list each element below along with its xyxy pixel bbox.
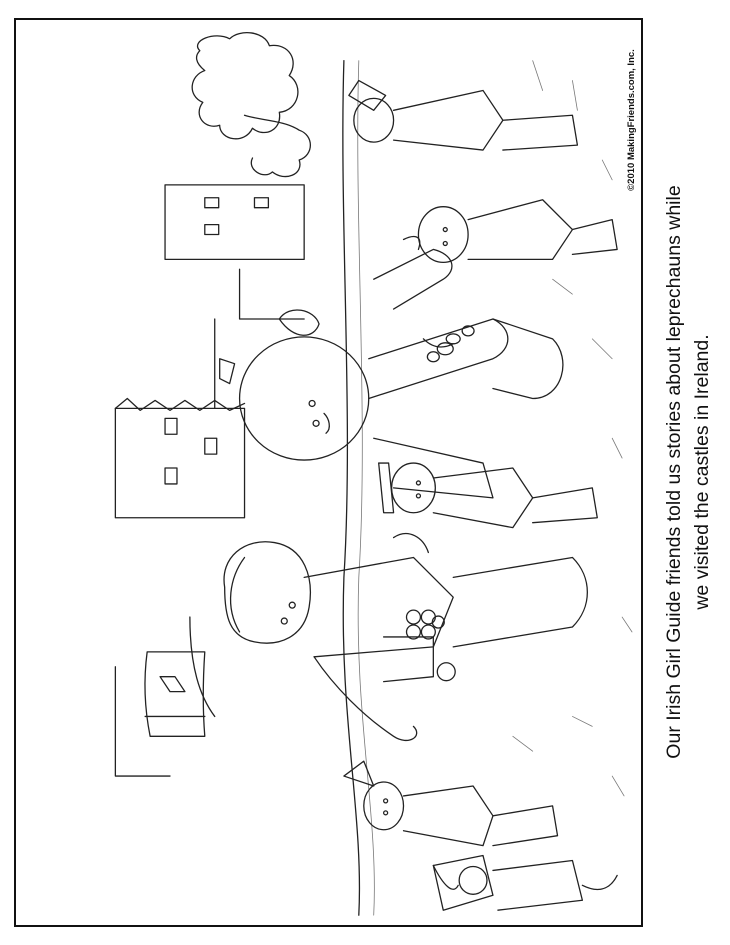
coloring-illustration — [114, 32, 633, 916]
leprechaun-bottom — [343, 760, 559, 890]
leprechaun-top — [348, 79, 618, 263]
girl-guide-center — [238, 248, 564, 499]
caption: Our Irish Girl Guide friends told us sto… — [660, 22, 716, 922]
tree — [191, 32, 312, 178]
horizon-line — [342, 59, 375, 916]
leprechaun-far-bottom — [432, 854, 618, 911]
grass — [512, 60, 633, 797]
caption-line-2: we visited the castles in Ireland. — [691, 334, 713, 610]
caption-line-1: Our Irish Girl Guide friends told us sto… — [663, 185, 685, 759]
copyright-text: ©2010 MakingFriends.com, Inc. — [626, 49, 637, 191]
leprechaun-center — [378, 462, 598, 529]
illustration-frame — [14, 18, 643, 927]
round-tower — [114, 616, 216, 777]
girl-guide-left — [223, 532, 588, 741]
castle — [114, 184, 305, 519]
